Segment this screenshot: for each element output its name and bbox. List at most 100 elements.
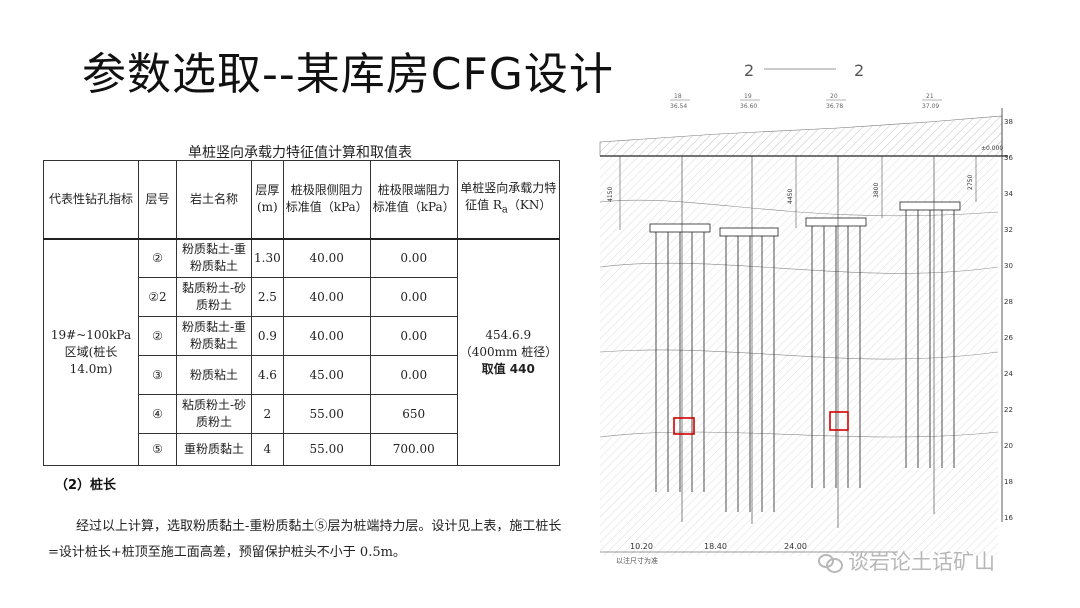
borehole-elev: 36.54 — [670, 103, 687, 110]
header-thickness: 层厚(m) — [251, 160, 284, 239]
ground-surface — [599, 115, 1003, 157]
borehole-elev: 36.78 — [826, 103, 843, 110]
pile-group — [805, 217, 867, 488]
header-borehole: 代表性钻孔指标 — [43, 160, 139, 239]
header-capacity: 单桩竖向承载力特征值 Ra（KN） — [456, 160, 560, 239]
scale-tick: 34 — [1004, 190, 1013, 198]
table-caption: 单桩竖向承载力特征值计算和取值表 — [188, 145, 412, 161]
scale-tick: 26 — [1004, 334, 1013, 342]
end-cell: 650 — [369, 394, 458, 434]
page-title: 参数选取--某库房CFG设计 — [82, 49, 614, 100]
section-label-left: 2 — [744, 61, 754, 80]
pile-group — [719, 227, 779, 512]
soil-cell: 粉质粘土 — [176, 355, 252, 395]
bearing-capacity-table: 代表性钻孔指标 层号 岩土名称 层厚(m) 桩极限侧阻力标准值（kPa） 桩极限… — [43, 160, 560, 466]
thickness-cell: 4 — [251, 433, 284, 466]
scale-tick: 30 — [1004, 262, 1013, 270]
scale-tick: 24 — [1004, 370, 1013, 378]
scale-tick: 32 — [1004, 226, 1013, 234]
dim-left: 4150 — [607, 187, 614, 202]
section-label-right: 2 — [854, 61, 864, 80]
stratum-boundary — [599, 349, 999, 360]
scale-tick: 20 — [1004, 442, 1013, 450]
borehole-id: 18 — [674, 93, 682, 100]
soil-cell: 粘质粉土-砂质粉土 — [176, 394, 252, 434]
header-soil: 岩土名称 — [176, 160, 252, 239]
soil-cell: 黏质粉土-砂质粉土 — [176, 277, 252, 317]
borehole-labels: 18 36.54 19 36.60 20 36.78 21 37.09 — [670, 93, 942, 110]
capacity-value: 454.6.9（400mm 桩径） — [459, 327, 558, 359]
borehole-elev: 36.60 — [740, 103, 757, 110]
borehole-elev: 37.09 — [922, 103, 939, 110]
header-capacity-unit: （KN） — [507, 198, 552, 213]
datum-label: ±0.000 — [981, 145, 1003, 152]
end-cell: 0.00 — [369, 238, 458, 278]
pile-group — [649, 223, 711, 492]
side-cell: 40.00 — [282, 238, 371, 278]
scale-tick: 38 — [1004, 118, 1013, 126]
table-header-row: 代表性钻孔指标 层号 岩土名称 层厚(m) 桩极限侧阻力标准值（kPa） 桩极限… — [43, 160, 560, 239]
table-row: ⑤ 重粉质黏土 4 55.00 700.00 — [44, 433, 560, 466]
stratum-boundary — [599, 262, 999, 274]
thickness-cell: 2.5 — [251, 277, 284, 317]
side-cell: 40.00 — [282, 277, 371, 317]
scale-tick: 28 — [1004, 298, 1013, 306]
capacity-adopted: 取值 440 — [481, 361, 535, 376]
layer-cell: ② — [138, 238, 177, 278]
footer-note: 以注尺寸为准 — [616, 556, 658, 565]
side-cell: 45.00 — [282, 355, 371, 395]
header-capacity-main: 单桩竖向承载力特征值 R — [460, 181, 557, 213]
scale-tick: 36 — [1004, 154, 1013, 162]
borehole-id: 19 — [744, 93, 752, 100]
pile-cap — [719, 227, 779, 237]
spacing-label: 10.20 — [630, 542, 653, 551]
thickness-cell: 4.6 — [251, 355, 284, 395]
thickness-cell: 0.9 — [251, 316, 284, 356]
thickness-cell: 1.30 — [251, 238, 284, 278]
wechat-logo-icon — [818, 552, 844, 573]
thickness-cell: 2 — [251, 394, 284, 434]
borehole-id: 20 — [830, 93, 838, 100]
table-row: ②2 黏质粉土-砂质粉土 2.5 40.00 0.00 — [44, 277, 560, 317]
layer-cell: ③ — [138, 355, 177, 395]
borehole-id: 21 — [926, 93, 934, 100]
section-heading: （2）桩长 — [55, 478, 117, 493]
watermark: 谈岩论土话矿山 — [818, 546, 995, 576]
borehole-columns — [681, 156, 935, 528]
header-end-resistance: 桩极限端阻力标准值（kPa） — [369, 160, 458, 239]
layer-cell: ② — [138, 316, 177, 356]
stratum-boundary — [599, 431, 999, 438]
dimension-marks: 4150 4450 3800 2750 — [607, 156, 977, 230]
header-side-resistance: 桩极限侧阻力标准值（kPa） — [282, 160, 371, 239]
elevation-scale: 38 36 34 32 30 28 26 24 22 20 18 16 — [1004, 118, 1013, 522]
end-cell: 0.00 — [369, 355, 458, 395]
watermark-text: 谈岩论土话矿山 — [848, 550, 995, 574]
soil-cell: 粉质黏土-重粉质黏土 — [176, 238, 252, 278]
end-cell: 0.00 — [369, 316, 458, 356]
side-cell: 40.00 — [282, 316, 371, 356]
dim-far: 2750 — [967, 175, 974, 190]
end-cell: 700.00 — [369, 433, 458, 466]
layer-cell: ②2 — [138, 277, 177, 317]
dim-mid: 4450 — [787, 189, 794, 204]
scale-tick: 22 — [1004, 406, 1013, 414]
header-layer: 层号 — [138, 160, 177, 239]
spacing-labels: 10.20 18.40 24.00 — [630, 542, 807, 551]
body-paragraph: 经过以上计算，选取粉质黏土-重粉质黏土⑤层为桩端持力层。设计见上表，施工桩长=设… — [48, 519, 562, 560]
table-row: ④ 粘质粉土-砂质粉土 2 55.00 650 — [44, 394, 560, 434]
spacing-label: 24.00 — [784, 542, 807, 551]
side-cell: 55.00 — [282, 394, 371, 434]
pile-cap — [649, 223, 711, 233]
side-cell: 55.00 — [282, 433, 371, 466]
end-cell: 0.00 — [369, 277, 458, 317]
highlight-box — [829, 411, 849, 431]
table-row: ② 粉质黏土-重粉质黏土 0.9 40.00 0.00 — [44, 316, 560, 356]
borehole-cell: 19#~100kPa 区域(桩长 14.0m) — [43, 238, 139, 466]
scale-tick: 18 — [1004, 478, 1013, 486]
header-capacity-sub: a — [501, 204, 508, 216]
capacity-cell: 454.6.9（400mm 桩径） 取值 440 — [456, 238, 560, 466]
scale-tick: 16 — [1004, 514, 1013, 522]
pile-cap — [899, 201, 961, 211]
table-row: ③ 粉质粘土 4.6 45.00 0.00 — [44, 355, 560, 395]
soil-cell: 重粉质黏土 — [176, 433, 252, 466]
